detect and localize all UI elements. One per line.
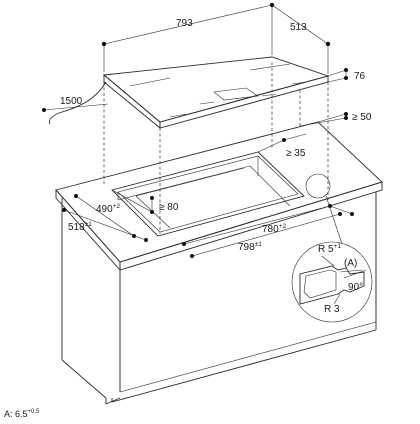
dim-back-clearance: ≥ 50: [299, 112, 372, 127]
label-cutout-width-tol: +2: [279, 223, 287, 230]
label-hob-depth: 513: [290, 22, 307, 33]
label-detail-angle: 90°: [348, 282, 363, 293]
cooktop-front-edge: [159, 75, 329, 129]
detail-profile-hatch: [303, 269, 337, 299]
cutout-opening: [111, 151, 305, 237]
label-radius-outer: R 5: [318, 244, 334, 255]
label-cutout-depth: 490: [96, 204, 113, 215]
detail-profile: [299, 265, 365, 305]
label-back-clearance: ≥ 50: [352, 112, 372, 123]
svg-text:R 5+1: R 5+1: [318, 243, 341, 255]
label-side-clearance: ≥ 35: [286, 148, 306, 159]
cooktop-left-edge: [103, 74, 161, 129]
svg-text:798±1: 798±1: [238, 241, 262, 253]
label-cutout-depth-tol: +2: [113, 203, 121, 210]
label-radius-inner: R 3: [324, 304, 340, 315]
label-front-clearance: ≥ 80: [159, 202, 179, 213]
power-cable: [49, 81, 107, 125]
label-recess-width-tol: ±1: [255, 241, 263, 248]
countertop-front-edge: [119, 181, 383, 271]
svg-text:780+2: 780+2: [262, 223, 286, 235]
footnote: A: 6.5+0.5: [4, 409, 39, 419]
dim-hob-depth: 513: [271, 4, 331, 74]
footnote-value: 6.5: [15, 409, 28, 419]
dim-recess-depth: 518±1: [62, 208, 148, 242]
label-detail-marker: (A): [344, 258, 357, 269]
footnote-tolerance: +0.5: [27, 409, 40, 415]
footnote-label: A:: [4, 409, 13, 419]
detail-callout: R 5+1 (A) 90° R 3: [291, 173, 373, 323]
dim-cable-length: 1500: [42, 81, 109, 125]
dim-recess-width: 798±1: [190, 212, 342, 258]
label-recess-width: 798: [238, 242, 255, 253]
cabinet: [61, 192, 377, 405]
label-cable-length: 1500: [60, 96, 83, 107]
label-hob-height: 76: [354, 71, 366, 82]
detail-marker-circle: [305, 173, 331, 199]
dim-side-clearance: ≥ 35: [257, 133, 307, 159]
dim-cutout-width: 780+2: [182, 204, 354, 246]
countertop-surface: [55, 121, 383, 263]
countertop-left-edge: [55, 188, 121, 272]
cooktop-control-panel: [213, 87, 259, 101]
projection-lines: [103, 62, 329, 234]
svg-text:518±1: 518±1: [68, 221, 92, 233]
label-hob-width: 793: [176, 18, 193, 29]
label-recess-depth: 518: [68, 222, 85, 233]
svg-text:490+2: 490+2: [96, 203, 120, 215]
dim-hob-height: 76: [327, 68, 366, 83]
countertop: [55, 121, 383, 272]
label-cutout-width: 780: [262, 224, 279, 235]
cooktop: [102, 56, 330, 129]
dim-front-clearance: ≥ 80: [111, 189, 179, 214]
cutout-recess: [117, 155, 299, 233]
label-radius-outer-tol: +1: [334, 243, 342, 250]
dim-hob-width: 793: [101, 2, 275, 72]
label-recess-depth-tol: ±1: [85, 221, 93, 228]
detail-circle: [291, 241, 373, 323]
